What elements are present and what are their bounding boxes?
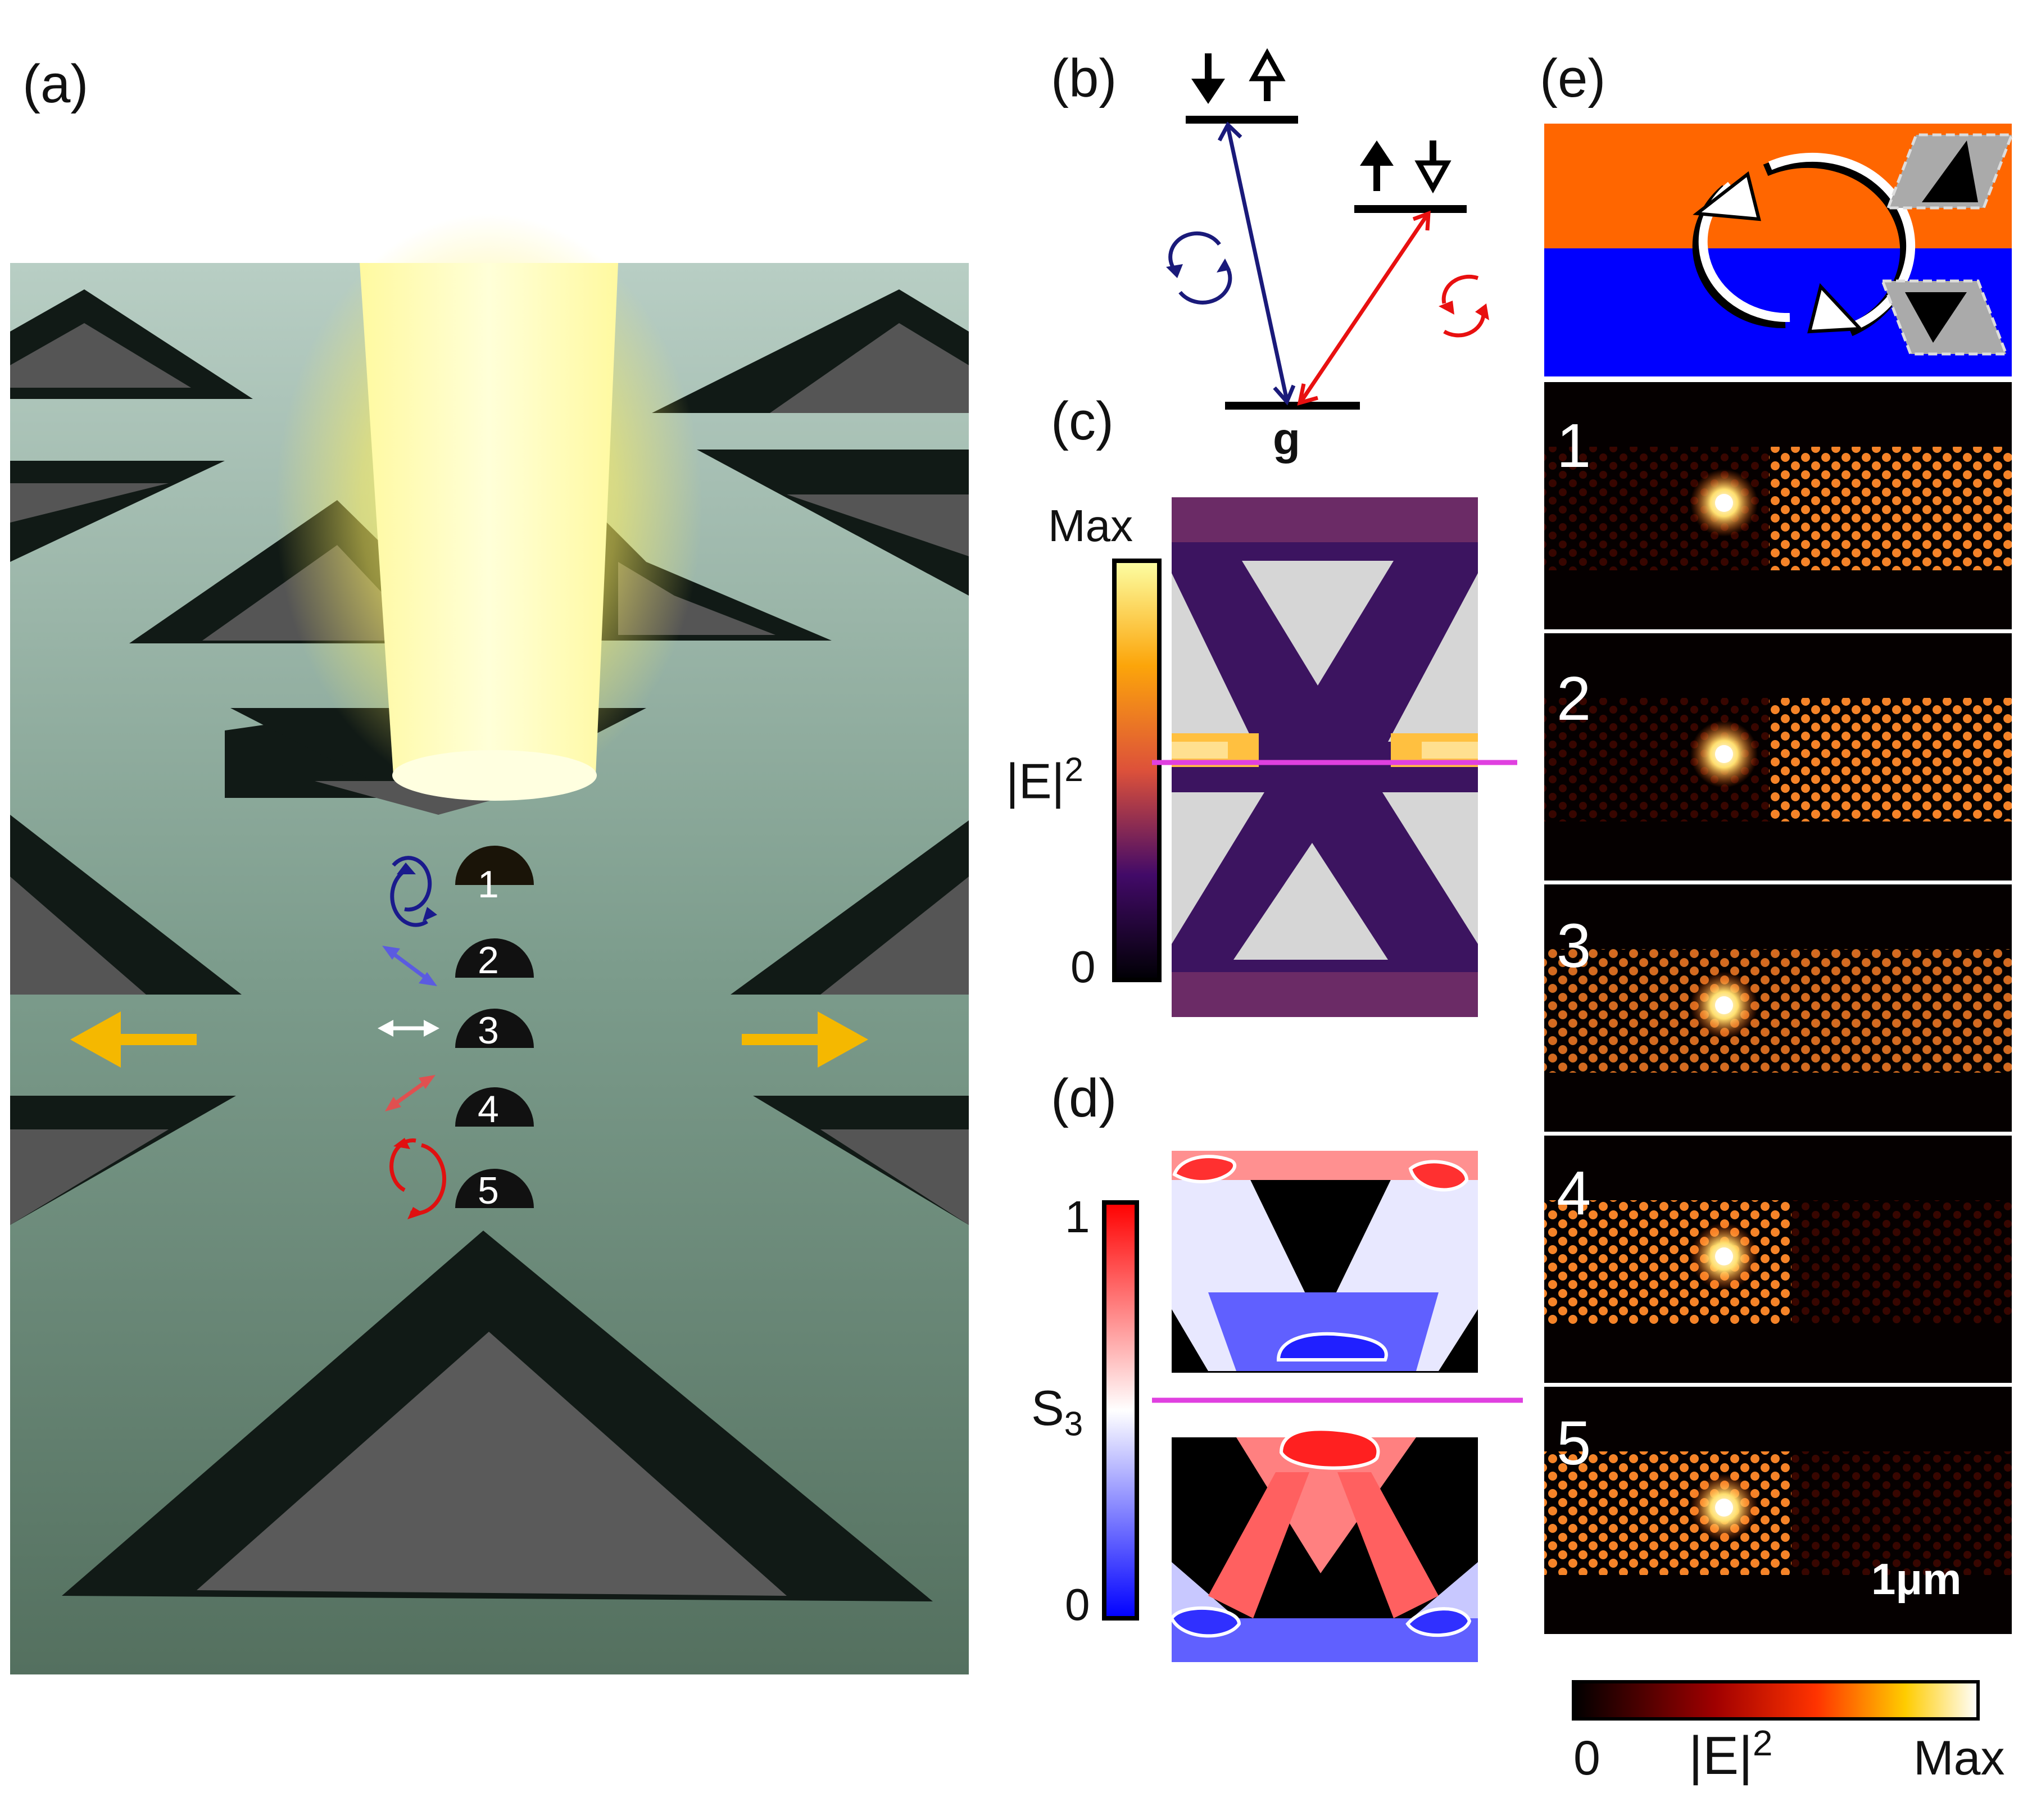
dipole-number-4: 4 xyxy=(478,1088,499,1131)
colorbar-c-min: 0 xyxy=(1071,942,1096,992)
circular-left-icon xyxy=(1168,231,1232,305)
linear-diagonal-icon xyxy=(382,946,437,986)
colorbar-c-max: Max xyxy=(1048,501,1133,551)
dipole-5 xyxy=(389,1138,534,1219)
panel-label-e: (e) xyxy=(1540,48,1606,108)
dipole-3 xyxy=(378,1009,534,1048)
panel-label-c: (c) xyxy=(1051,391,1114,451)
spin-up-filled-icon xyxy=(1360,140,1394,191)
transition-left xyxy=(1217,121,1296,406)
triangle-hole-icon-up xyxy=(1886,133,2014,210)
dipole-list xyxy=(378,846,534,1219)
triangle-hole-icon-down xyxy=(1880,279,2008,356)
panel-a-scene xyxy=(10,214,969,1674)
linear-horizontal-icon xyxy=(378,1020,439,1037)
map-number-1: 1 xyxy=(1557,411,1591,480)
dipole-number-3: 3 xyxy=(478,1009,499,1052)
right-emission-arrow xyxy=(742,1011,868,1068)
colorbar-d-max: 1 xyxy=(1065,1192,1090,1242)
hole xyxy=(753,1096,969,1225)
field-map-1 xyxy=(1544,382,2012,629)
dipole-number-5: 5 xyxy=(478,1169,499,1212)
map-number-4: 4 xyxy=(1557,1159,1591,1228)
field-map-4 xyxy=(1544,1136,2012,1383)
circular-right-icon xyxy=(1441,274,1486,338)
panel-label-a: (a) xyxy=(22,54,89,114)
field-map-3 xyxy=(1544,884,2012,1132)
map-number-3: 3 xyxy=(1557,911,1591,981)
spin-down-hollow-icon xyxy=(1414,140,1452,194)
field-map-2 xyxy=(1544,633,2012,881)
hole xyxy=(697,450,969,596)
colorbar-e-max: Max xyxy=(1913,1731,2005,1785)
panel-label-d: (d) xyxy=(1051,1068,1117,1128)
dipole-4 xyxy=(385,1075,534,1127)
panel-label-b: (b) xyxy=(1051,48,1117,108)
excitation-beam xyxy=(360,263,618,775)
colorbar-d xyxy=(1102,1200,1139,1621)
panel-e-field-maps xyxy=(1544,124,2014,1721)
colorbar-e-min: 0 xyxy=(1573,1731,1600,1785)
spin-up-hollow-icon xyxy=(1249,48,1286,101)
circular-right-icon xyxy=(389,1138,447,1215)
triangle-top xyxy=(1242,561,1394,686)
map-number-2: 2 xyxy=(1557,664,1591,733)
linear-antidiagonal-icon xyxy=(385,1075,436,1111)
dipole-2 xyxy=(382,938,534,986)
panel-d-s3-map xyxy=(1102,1151,1523,1662)
triangle-bottom xyxy=(1233,843,1388,960)
colorbar-d-quantity: S3 xyxy=(1031,1380,1083,1443)
panel-b-level-diagram xyxy=(1166,48,1489,410)
colorbar-c-quantity: |E|2 xyxy=(1006,751,1083,809)
spin-down-filled-icon xyxy=(1191,53,1225,104)
field-map-5 xyxy=(1544,1387,2012,1634)
dipole-number-2: 2 xyxy=(478,939,499,982)
colorbar-c xyxy=(1112,559,1162,982)
dipole-number-1: 1 xyxy=(478,863,499,906)
colorbar-d-min: 0 xyxy=(1065,1580,1090,1630)
dipole-1 xyxy=(390,846,534,927)
colorbar-e-quantity: |E|2 xyxy=(1689,1723,1773,1786)
panel-c-intensity-map xyxy=(1112,497,1517,1017)
map-number-5: 5 xyxy=(1557,1409,1591,1478)
ground-state-label: g xyxy=(1273,414,1300,464)
hole xyxy=(10,1096,236,1225)
left-emission-arrow xyxy=(70,1011,197,1068)
circular-left-icon xyxy=(390,856,432,927)
transition-right xyxy=(1297,210,1431,406)
colorbar-e xyxy=(1572,1680,1980,1721)
scale-bar-label: 1μm xyxy=(1871,1554,1962,1604)
field-map-stack xyxy=(1544,382,2012,1634)
